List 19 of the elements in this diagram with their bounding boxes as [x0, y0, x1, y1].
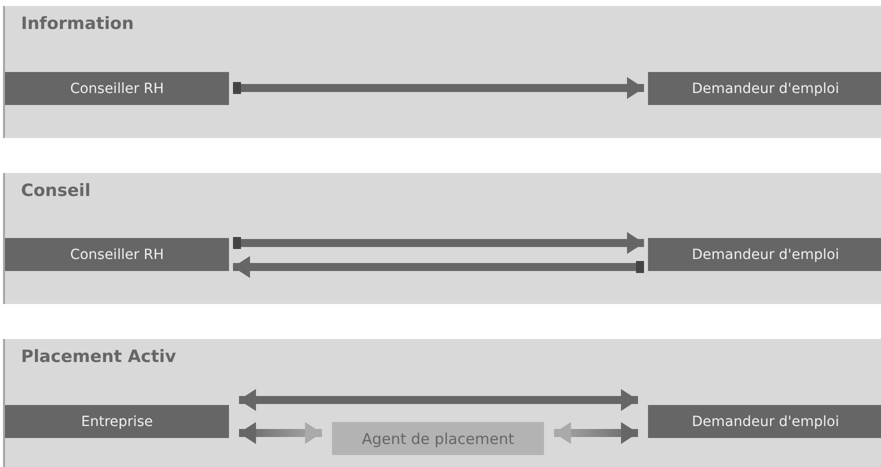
arrow: [239, 422, 322, 444]
section-panel: [3, 6, 881, 138]
section-heading: Information: [21, 14, 134, 34]
actor-box: Conseiller RH: [5, 238, 229, 271]
arrow: [233, 256, 636, 278]
actor-box: Demandeur d'emploi: [648, 405, 881, 438]
section-panel: [3, 173, 881, 304]
actor-box: Conseiller RH: [5, 72, 229, 105]
section-panel: [3, 339, 881, 467]
arrow: [241, 232, 644, 254]
actor-box: Demandeur d'emploi: [648, 72, 881, 105]
arrow: [239, 389, 638, 411]
actor-box: Entreprise: [5, 405, 229, 438]
actor-box: Demandeur d'emploi: [648, 238, 881, 271]
arrow: [554, 422, 638, 444]
actor-box: Agent de placement: [332, 422, 544, 455]
arrow: [241, 77, 644, 99]
section-heading: Placement Activ: [21, 347, 176, 367]
section-heading: Conseil: [21, 181, 91, 201]
